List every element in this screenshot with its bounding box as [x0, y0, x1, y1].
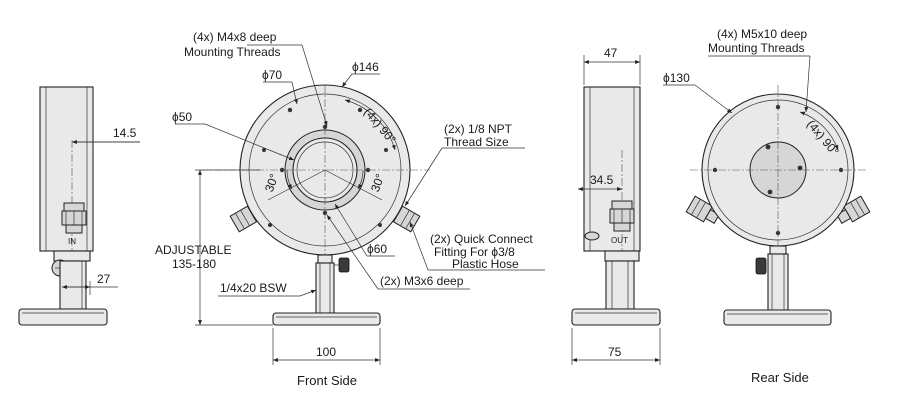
right-post	[605, 260, 635, 310]
dim-100: 100	[316, 345, 336, 359]
dia-50: ϕ50	[172, 110, 192, 124]
dia-70: ϕ70	[262, 68, 282, 82]
right-side-plug	[584, 231, 600, 241]
dia-146: ϕ146	[352, 60, 379, 74]
front-clamp-knob	[338, 257, 350, 273]
housing-right-profile	[583, 86, 641, 252]
rear-view: (4x) M5x10 deep Mounting Threads ϕ130 (4…	[663, 27, 871, 385]
dim-47: 47	[604, 46, 618, 60]
rear-side-caption: Rear Side	[751, 370, 809, 385]
qc-line-1: (2x) Quick Connect	[430, 232, 533, 246]
front-view: (4x) M4x8 deep Mounting Threads ϕ70 ϕ146…	[155, 30, 545, 388]
m5-threads-qty: (4x) M5x10 deep	[717, 27, 807, 41]
front-post	[315, 262, 335, 314]
dim-75: 75	[608, 345, 622, 359]
rear-base	[723, 309, 832, 326]
outlet-fitting	[609, 200, 635, 232]
adjustable-label: ADJUSTABLE	[155, 243, 231, 257]
outlet-port-label: OUT	[611, 236, 628, 245]
front-base	[272, 312, 381, 326]
qc-line-3: Plastic Hose	[452, 257, 519, 271]
rear-clamp-knob	[755, 257, 767, 275]
m3-holes: (2x) M3x6 deep	[380, 274, 464, 288]
right-base	[571, 308, 661, 326]
inlet-fitting	[61, 202, 87, 234]
post-base	[18, 308, 108, 326]
dim-27: 27	[97, 272, 111, 286]
bsw-thread: 1/4x20 BSW	[220, 281, 287, 295]
angle-30-left: 30°	[262, 172, 281, 194]
rear-post	[767, 253, 789, 311]
npt-desc: Thread Size	[444, 135, 509, 149]
dia-60: ϕ60	[367, 242, 387, 256]
adjustable-range: 135-180	[172, 257, 216, 271]
post-clamp	[53, 250, 91, 262]
rear-right-fitting	[836, 195, 871, 225]
left-side-view: IN 14.5 27	[18, 86, 140, 326]
rear-left-fitting	[685, 195, 720, 225]
inlet-port-label: IN	[68, 237, 76, 246]
qc-line-2: Fitting For ϕ3/8	[434, 245, 515, 259]
m4-threads-qty: (4x) M4x8 deep	[193, 30, 277, 44]
dim-14-5: 14.5	[113, 126, 137, 140]
dia-130: ϕ130	[663, 71, 690, 85]
m4-threads-desc: Mounting Threads	[184, 45, 281, 59]
front-side-caption: Front Side	[297, 373, 357, 388]
npt-qty: (2x) 1/8 NPT	[444, 122, 513, 136]
m5-threads-desc: Mounting Threads	[708, 41, 805, 55]
angle-30-right: 30°	[368, 172, 387, 194]
dim-34-5: 34.5	[590, 173, 614, 187]
right-side-view: OUT 47 34.5 75	[571, 46, 661, 365]
